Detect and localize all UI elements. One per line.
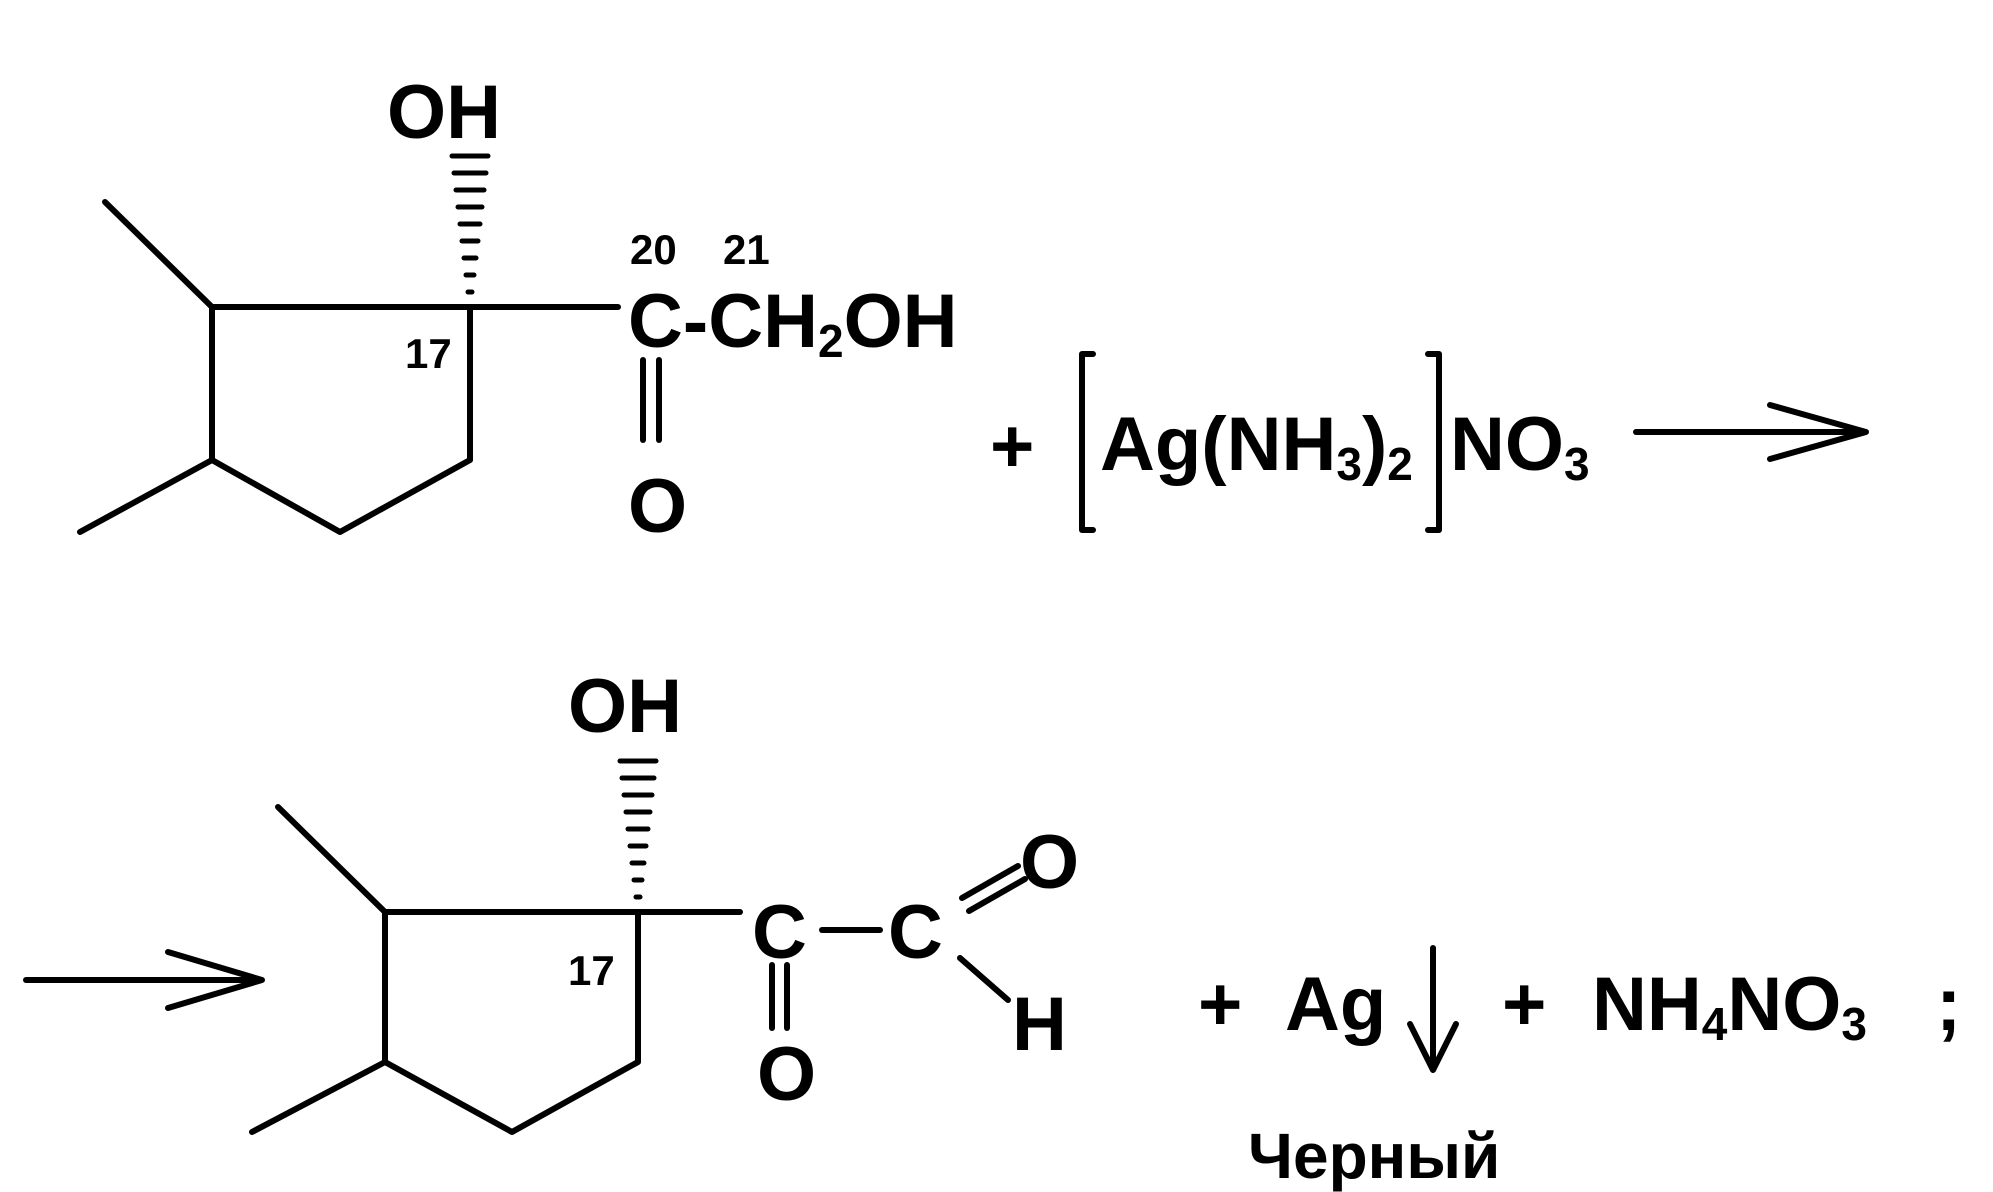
product-aldehyde-co-bond-a [959,863,1021,901]
reactant-hashed-wedge [449,153,491,295]
reactant-c20-locant: 20 [630,226,677,273]
reaction-arrow-top [1633,402,1869,462]
reactant-fusion-bond-lower [77,457,215,535]
product-c21-label: C [888,890,943,975]
equation-separator: ; [1936,962,1961,1047]
reagent-group: + Ag(NH3)2 NO3 [990,351,1590,533]
reactant-carbonyl-o-label: O [628,464,687,549]
reactant-side-chain-label: C-CH2OH [628,279,958,367]
reaction-arrow-bottom [23,949,265,1011]
product-aldehyde-ch-bond [957,955,1011,1003]
product-aldehyde-co-bond-b [966,876,1028,914]
product-fusion-bond-lower [249,1059,388,1135]
complex-bracket-left [1079,351,1096,533]
reagent-complex-label: Ag(NH3)2 [1100,402,1413,490]
reactant-ring [209,304,473,535]
reactant-c21-locant: 21 [723,226,770,273]
reagent-counter-ion-label: NO3 [1450,402,1590,490]
product-hashed-wedge [617,758,659,900]
product-c17-locant: 17 [568,947,615,994]
reactant-c17-locant: 17 [405,330,452,377]
product-c20-label: C [752,890,807,975]
byproducts-group: + Ag + NH4NO3 ; Черный [1198,945,1961,1192]
product-aldehyde-o-label: O [1020,820,1079,905]
ammonium-nitrate-label: NH4NO3 [1592,962,1867,1050]
product-aldehyde-h-label: H [1012,982,1067,1067]
product-fusion-bond-upper [275,804,388,915]
reactant-fusion-bond-upper [102,199,215,310]
reagent-plus-sign: + [990,404,1034,489]
reactant-molecule: OH 17 20 21 C-CH2OH O [77,70,958,549]
byproduct-plus-sign-2: + [1502,962,1546,1047]
product-carbonyl-o-label: O [757,1032,816,1117]
precipitate-note: Черный [1248,1120,1500,1192]
product-oh-label: OH [568,664,682,749]
product-ring [382,909,641,1135]
byproduct-plus-sign-1: + [1198,962,1242,1047]
complex-bracket-right [1425,351,1442,533]
precipitate-arrow-icon [1407,945,1459,1073]
product-molecule: OH 17 C C O O H [249,664,1079,1135]
silver-label: Ag [1285,962,1386,1047]
reactant-oh-label: OH [387,70,501,155]
